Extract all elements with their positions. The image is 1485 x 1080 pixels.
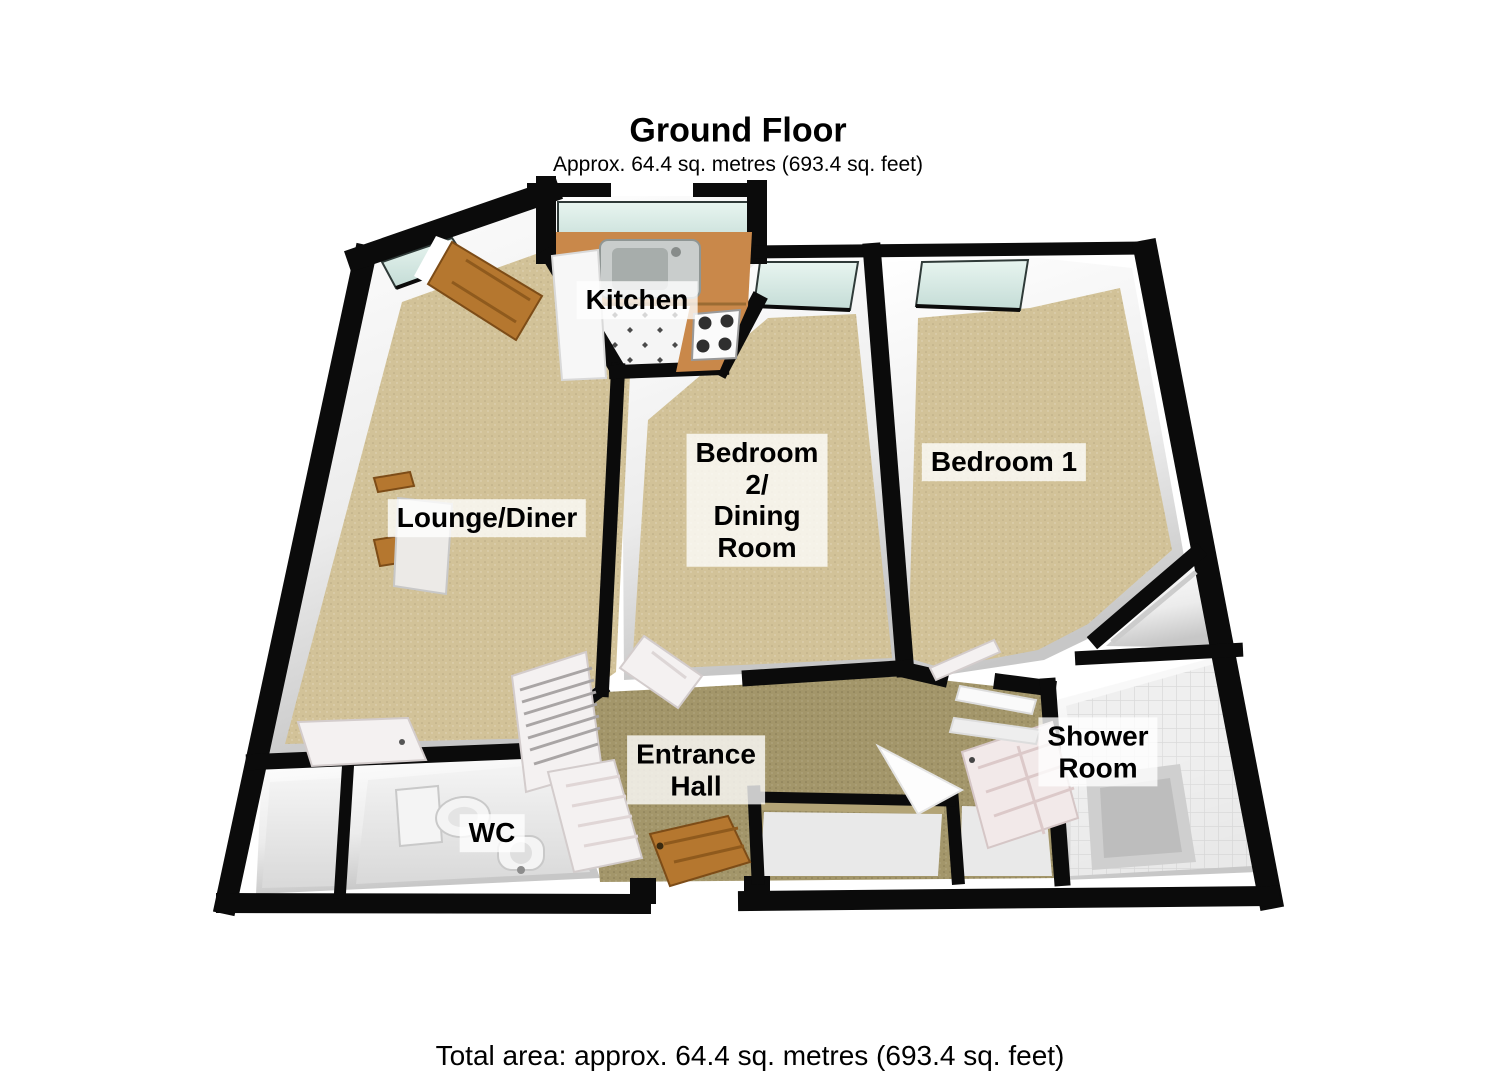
louvre-door xyxy=(510,650,604,794)
door-frame-strip xyxy=(414,236,452,284)
walls xyxy=(212,176,1285,917)
room-label-shower: Shower Room xyxy=(1038,717,1158,787)
door-swing-panel xyxy=(875,743,965,816)
page-title: Ground Floor xyxy=(629,111,847,150)
fixtures xyxy=(296,232,1198,888)
bedroom2-window xyxy=(752,261,860,312)
room-label-hall: Entrance Hall xyxy=(627,735,765,805)
page-subtitle: Approx. 64.4 sq. metres (693.4 sq. feet) xyxy=(552,153,924,176)
bedroom1-door xyxy=(928,638,1002,682)
hob xyxy=(690,308,742,362)
lounge-entry-door xyxy=(426,240,544,342)
hall-shelves xyxy=(948,684,1042,746)
bedroom2-door xyxy=(618,634,704,710)
room-label-kitchen: Kitchen xyxy=(576,281,698,319)
sink-tap xyxy=(671,247,681,257)
lounge-floor xyxy=(285,240,630,744)
lounge-flat-door xyxy=(296,716,428,768)
store-floor xyxy=(262,778,342,888)
bedroom1-window xyxy=(914,258,1030,312)
room-label-lounge: Lounge/Diner xyxy=(387,499,587,537)
room-label-wc: WC xyxy=(459,814,525,852)
closet-shelf xyxy=(1110,570,1198,644)
total-area-text: Total area: approx. 64.4 sq. metres (693… xyxy=(435,1040,1065,1071)
room-label-bedroom2: Bedroom 2/ Dining Room xyxy=(686,433,828,567)
room-label-bedroom1: Bedroom 1 xyxy=(921,443,1087,481)
front-door xyxy=(648,814,752,888)
hall-white-door xyxy=(546,758,644,874)
